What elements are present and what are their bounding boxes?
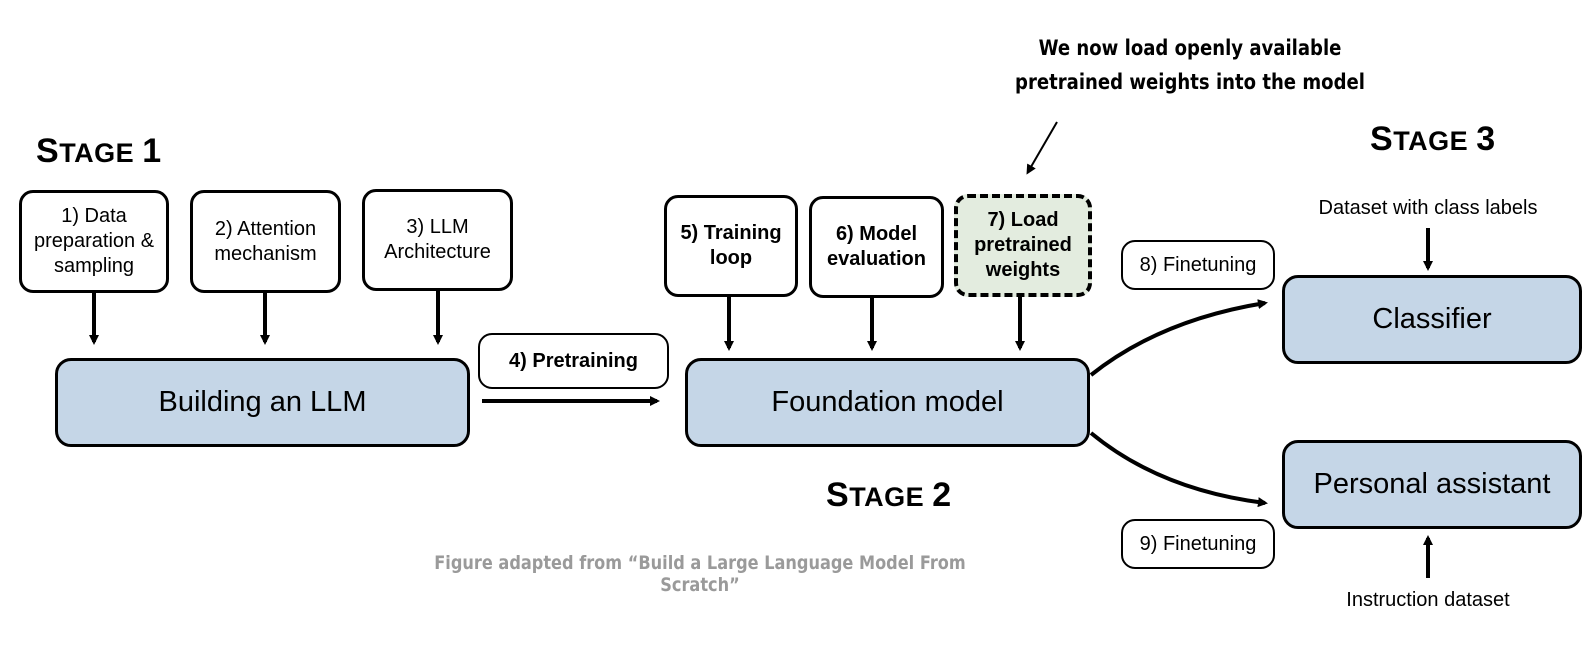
stage-2-heading: STAGE 2 xyxy=(826,476,952,514)
step-7-label: 7) Load pretrained weights xyxy=(974,209,1072,281)
stage-3-heading: STAGE 3 xyxy=(1370,120,1496,158)
personal-assistant-box: Personal assistant xyxy=(1282,440,1582,529)
finetuning-8-label: 8) Finetuning xyxy=(1139,253,1257,276)
annotation-line-1: We now load openly available xyxy=(1038,36,1342,60)
step-1-box: 1) Data preparation & sampling xyxy=(19,190,169,293)
step-3-label: 3) LLM Architecture xyxy=(384,216,491,263)
building-llm-box: Building an LLM xyxy=(55,358,470,447)
step-6-box: 6) Model evaluation xyxy=(809,196,944,298)
step-6-label: 6) Model evaluation xyxy=(827,223,926,270)
annotation-note: We now load openly available pretrained … xyxy=(992,32,1388,99)
pretraining-label: 4) Pretraining xyxy=(509,349,638,372)
step-5-label: 5) Training loop xyxy=(680,222,782,269)
finetuning-9-pill: 9) Finetuning xyxy=(1121,519,1275,569)
step-2-label: 2) Attention mechanism xyxy=(214,217,317,265)
figure-caption: Figure adapted from “Build a Large Langu… xyxy=(434,552,966,596)
instruction-dataset-label: Instruction dataset xyxy=(1346,589,1510,611)
class-dataset-label: Dataset with class labels xyxy=(1318,197,1538,219)
pretraining-pill: 4) Pretraining xyxy=(478,333,669,389)
arrow-annotation xyxy=(1026,121,1058,175)
step-3-box: 3) LLM Architecture xyxy=(362,189,513,291)
annotation-line-2: pretrained weights into the model xyxy=(1015,69,1365,94)
step-2-box: 2) Attention mechanism xyxy=(190,190,341,293)
classifier-box: Classifier xyxy=(1282,275,1582,364)
stage-1-heading: STAGE 1 xyxy=(36,132,162,170)
classifier-label: Classifier xyxy=(1372,303,1492,335)
foundation-model-box: Foundation model xyxy=(685,358,1090,447)
finetuning-8-pill: 8) Finetuning xyxy=(1121,240,1275,290)
step-5-box: 5) Training loop xyxy=(664,195,798,297)
arrow-to-classifier xyxy=(1089,299,1268,377)
step-1-label: 1) Data preparation & sampling xyxy=(33,205,155,277)
personal-assistant-label: Personal assistant xyxy=(1313,468,1551,500)
arrow-to-assistant xyxy=(1089,431,1268,508)
foundation-model-label: Foundation model xyxy=(771,386,1004,418)
building-llm-label: Building an LLM xyxy=(158,386,367,418)
finetuning-9-label: 9) Finetuning xyxy=(1139,532,1257,555)
step-7-box: 7) Load pretrained weights xyxy=(954,194,1092,297)
